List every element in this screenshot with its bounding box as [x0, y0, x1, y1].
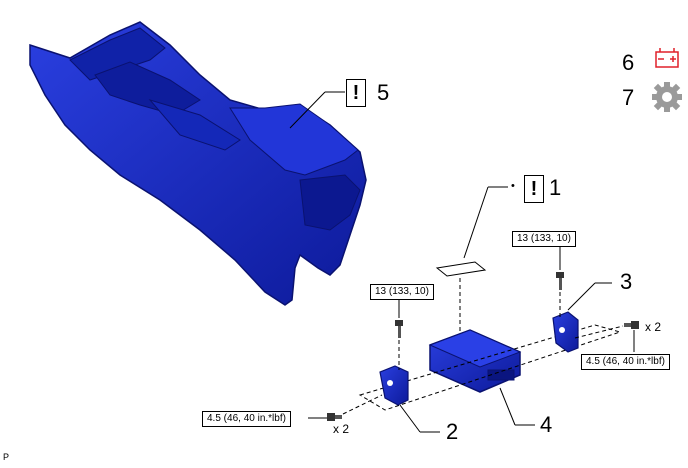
bullet-marker: •	[511, 180, 515, 192]
quantity-left: x 2	[333, 422, 350, 436]
callout-7: 7	[622, 85, 635, 110]
quantity-right: x 2	[645, 320, 662, 334]
callout-5: 5	[377, 80, 390, 105]
footer-code: P	[3, 452, 10, 462]
callout-1: 1	[549, 175, 562, 200]
warning-box-1: !	[524, 175, 544, 203]
torque-spec-right-bolt: 13 (133, 10)	[512, 231, 576, 247]
callout-4: 4	[540, 412, 553, 437]
torque-spec-left-bolt: 13 (133, 10)	[370, 284, 434, 300]
label-sticker	[435, 261, 487, 277]
torque-spec-left-screw: 4.5 (46, 40 in.*lbf)	[202, 411, 291, 427]
bolt-right	[556, 272, 564, 290]
bracket-right	[552, 311, 579, 353]
callout-2: 2	[446, 419, 459, 444]
callout-6: 6	[622, 50, 635, 75]
center-console	[29, 21, 367, 306]
screw-left	[327, 413, 342, 421]
bracket-left	[379, 365, 409, 406]
screw-right	[624, 321, 639, 329]
gear-icon	[652, 82, 682, 112]
callout-3: 3	[620, 269, 633, 294]
torque-spec-right-screw: 4.5 (46, 40 in.*lbf)	[581, 354, 670, 370]
warning-box-5: !	[346, 79, 366, 107]
bolt-left	[395, 320, 403, 338]
battery-icon	[655, 48, 679, 68]
